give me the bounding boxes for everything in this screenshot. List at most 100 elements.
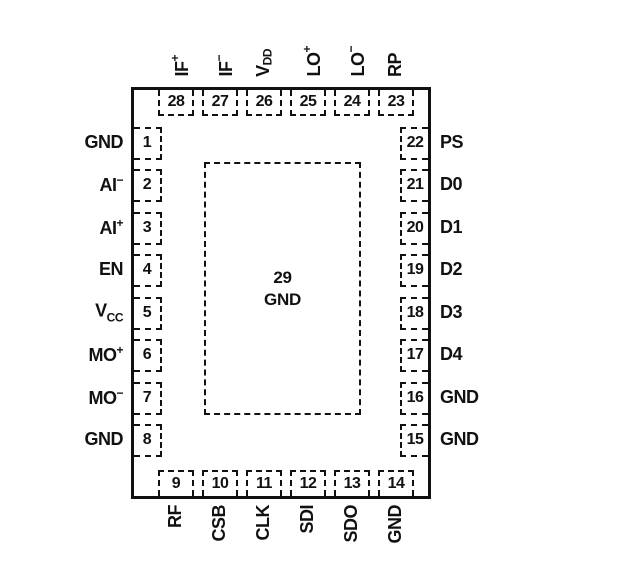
pin-4: 4	[134, 253, 162, 287]
pin-19: 19	[400, 253, 428, 287]
pin-label-text: AI	[99, 218, 117, 239]
pin-label-text: GND	[385, 505, 405, 544]
center-pad-number: 29	[273, 267, 292, 287]
pin-7-label: MO−	[88, 386, 123, 409]
pin-24: 24	[334, 90, 370, 116]
pin-14-number: 14	[387, 475, 405, 492]
pin-15-number: 15	[406, 431, 424, 448]
pin-27-label: IF−	[209, 55, 237, 77]
pin-26-number: 26	[255, 93, 273, 110]
pin-3: 3	[134, 211, 162, 245]
pin-label-text: GND	[84, 429, 124, 450]
pin-label-text: MO	[88, 388, 117, 409]
pin-21-label: D0	[440, 174, 463, 195]
pin-label-text: D2	[440, 259, 463, 280]
pin-11: 11	[246, 470, 282, 496]
pin-16-label: GND	[440, 387, 479, 408]
pin-label-text: CSB	[209, 505, 229, 542]
pin-label-superscript: +	[116, 216, 123, 231]
pin-5-label: VCC	[95, 301, 123, 325]
pin-19-number: 19	[406, 261, 424, 278]
pin-8: 8	[134, 423, 162, 457]
pin-18: 18	[400, 296, 428, 330]
pin-label-text: SDO	[341, 505, 361, 543]
pin-12: 12	[290, 470, 326, 496]
pin-10-label: CSB	[209, 505, 230, 542]
pin-label-text: V	[95, 300, 107, 321]
pin-23: 23	[378, 90, 414, 116]
pin-15: 15	[400, 423, 428, 457]
pin-label-superscript: −	[212, 55, 226, 62]
pin-24-label: LO−	[341, 46, 369, 77]
pin-label-superscript: −	[116, 386, 123, 401]
pin-label-superscript: +	[168, 55, 182, 62]
pin-18-number: 18	[406, 304, 424, 321]
pin-label-superscript: +	[116, 343, 123, 358]
pin-4-label: EN	[98, 259, 124, 280]
pin-3-label: AI+	[99, 216, 123, 239]
pin-label-text: RF	[165, 505, 185, 528]
pin-label-text: D1	[440, 217, 463, 238]
pin-7: 7	[134, 381, 162, 415]
pin-label-superscript: −	[344, 46, 358, 53]
pin-1-number: 1	[142, 134, 152, 151]
pin-8-label: GND	[85, 429, 124, 450]
pin-10-number: 10	[211, 475, 229, 492]
pin-13-number: 13	[343, 475, 361, 492]
pin-17: 17	[400, 338, 428, 372]
pin-25-label: LO+	[297, 46, 325, 77]
pin-18-label: D3	[440, 302, 463, 323]
pin-label-subscript: DD	[260, 49, 275, 66]
pin-2: 2	[134, 168, 162, 202]
pin-23-label: RP	[385, 53, 406, 77]
pin-28-label: IF+	[165, 55, 193, 77]
pin-label-superscript: −	[116, 173, 123, 188]
pin-26: 26	[246, 90, 282, 116]
center-pad: 29 GND	[204, 162, 361, 415]
pin-14-label: GND	[385, 505, 406, 544]
pin-6-number: 6	[142, 346, 152, 363]
pin-3-number: 3	[142, 219, 152, 236]
ic-package-outline	[131, 87, 431, 499]
pin-21-number: 21	[406, 176, 424, 193]
pin-label-text: IF	[216, 62, 236, 77]
pin-label-text: AI	[99, 175, 117, 196]
pin-9-label: RF	[165, 505, 186, 528]
pin-23-number: 23	[387, 93, 405, 110]
pin-2-number: 2	[142, 176, 152, 193]
center-pad-label: GND	[264, 289, 301, 309]
pin-label-text: CLK	[253, 505, 273, 541]
pin-8-number: 8	[142, 431, 152, 448]
pin-9: 9	[158, 470, 194, 496]
pin-17-number: 17	[406, 346, 424, 363]
pin-label-text: GND	[440, 387, 479, 408]
pin-14: 14	[378, 470, 414, 496]
pin-20-number: 20	[406, 219, 424, 236]
pin-label-superscript: +	[300, 46, 314, 53]
pin-20: 20	[400, 211, 428, 245]
pin-16: 16	[400, 381, 428, 415]
pin-12-label: SDI	[297, 505, 318, 534]
pin-5-number: 5	[142, 304, 152, 321]
pin-label-text: EN	[98, 259, 124, 280]
pin-21: 21	[400, 168, 428, 202]
pin-22-label: PS	[440, 132, 464, 153]
pin-label-subscript: CC	[106, 310, 124, 325]
pin-label-text: LO	[348, 53, 368, 77]
pin-25: 25	[290, 90, 326, 116]
pin-5: 5	[134, 296, 162, 330]
pin-10: 10	[202, 470, 238, 496]
pin-12-number: 12	[299, 475, 317, 492]
pin-16-number: 16	[406, 389, 424, 406]
pin-label-text: D4	[440, 344, 463, 365]
pin-label-text: GND	[440, 429, 479, 450]
pin-25-number: 25	[299, 93, 317, 110]
pin-11-number: 11	[256, 475, 272, 492]
pin-11-label: CLK	[253, 505, 274, 541]
pin-label-text: D3	[440, 302, 463, 323]
pin-6-label: MO+	[88, 343, 123, 366]
pin-7-number: 7	[142, 389, 152, 406]
pin-9-number: 9	[171, 475, 181, 492]
pin-label-text: V	[253, 65, 273, 77]
